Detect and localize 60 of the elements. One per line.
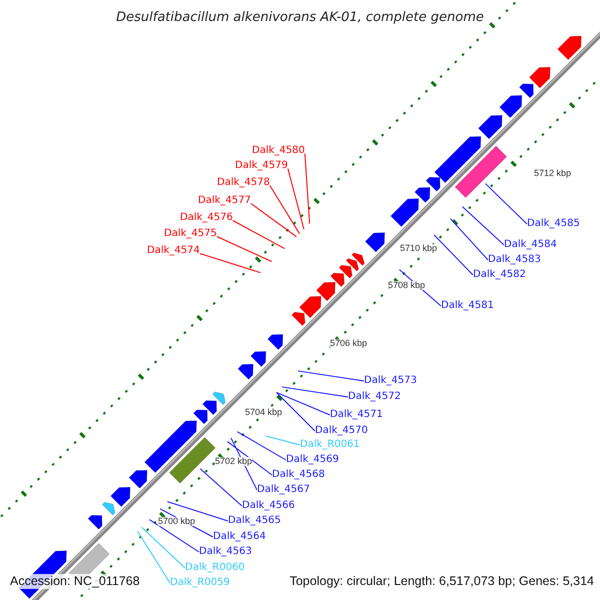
title: Desulfatibacillum alkenivorans AK-01, complete genome (115, 11, 485, 24)
gene-label: Dalk_4583 (488, 255, 541, 265)
genome-summary: Topology: circular; Length: 6,517,073 bp; Genes: 5,314 (288, 574, 596, 588)
leader-line (137, 530, 170, 584)
gene-label: Dalk_4579 (235, 161, 288, 171)
gene-label: Dalk_4571 (330, 410, 383, 420)
leader-line (230, 437, 258, 490)
gene-label: Dalk_4573 (364, 376, 417, 386)
gene-label: Dalk_4570 (315, 426, 368, 436)
gene-label: Dalk_R0060 (185, 563, 245, 573)
leader-line (287, 168, 304, 230)
leader-line (269, 185, 300, 234)
position-label: 5702 kbp (215, 457, 252, 466)
leader-line (216, 236, 272, 262)
leader-line (141, 526, 186, 568)
leader-line (276, 392, 330, 416)
leader-line (148, 519, 200, 552)
gene-label: Dalk_4578 (217, 178, 270, 188)
position-label: 5706 kbp (330, 339, 368, 348)
gene-label: Dalk_4574 (147, 246, 200, 256)
leader-line (450, 218, 488, 260)
position-label: 5708 kbp (388, 281, 426, 290)
gene-label: Dalk_4575 (164, 229, 217, 239)
leader-line (232, 220, 286, 250)
accession-label: Accession: NC_011768 (8, 574, 142, 588)
leader-line (199, 253, 261, 274)
leader-line (200, 468, 242, 506)
gene-label: Dalk_4568 (272, 470, 325, 480)
gene-label: Dalk_4572 (348, 392, 401, 402)
gene-label: Dalk_4569 (286, 455, 339, 465)
leader-line (276, 392, 316, 432)
position-label: 5710 kbp (400, 244, 438, 253)
leader-line (250, 203, 297, 238)
gene-label: Dalk_4584 (504, 240, 557, 250)
position-label: 5712 kbp (534, 169, 572, 178)
gene-label: Dalk_4563 (199, 547, 252, 557)
leader-line (434, 234, 474, 276)
leader-line (298, 370, 364, 382)
position-label: 5704 kbp (245, 408, 282, 417)
gene-label: Dalk_4567 (257, 485, 310, 495)
gene-label: Dalk_4582 (473, 270, 526, 280)
leader-line (226, 441, 272, 476)
leader-line (236, 431, 286, 460)
leader-line (282, 386, 348, 398)
leader-line (266, 436, 300, 446)
gene-label: Dalk_4565 (228, 516, 281, 526)
gene-label: Dalk_4581 (441, 301, 494, 311)
gene-label: Dalk_R0059 (170, 578, 230, 588)
leader-line (304, 153, 310, 224)
gene-label: Dalk_4576 (180, 213, 233, 223)
leader-line (166, 501, 228, 522)
position-label: 5700 kbp (158, 517, 196, 526)
gene-label: Dalk_4564 (213, 532, 266, 542)
gene-label: Dalk_4585 (527, 219, 580, 229)
leader-line (462, 206, 504, 246)
leader-line (484, 183, 528, 224)
gene-label: Dalk_R0061 (300, 440, 360, 450)
gene-label: Dalk_4577 (198, 196, 251, 206)
gene-label: Dalk_4566 (242, 501, 295, 511)
gene-label: Dalk_4580 (252, 146, 305, 156)
